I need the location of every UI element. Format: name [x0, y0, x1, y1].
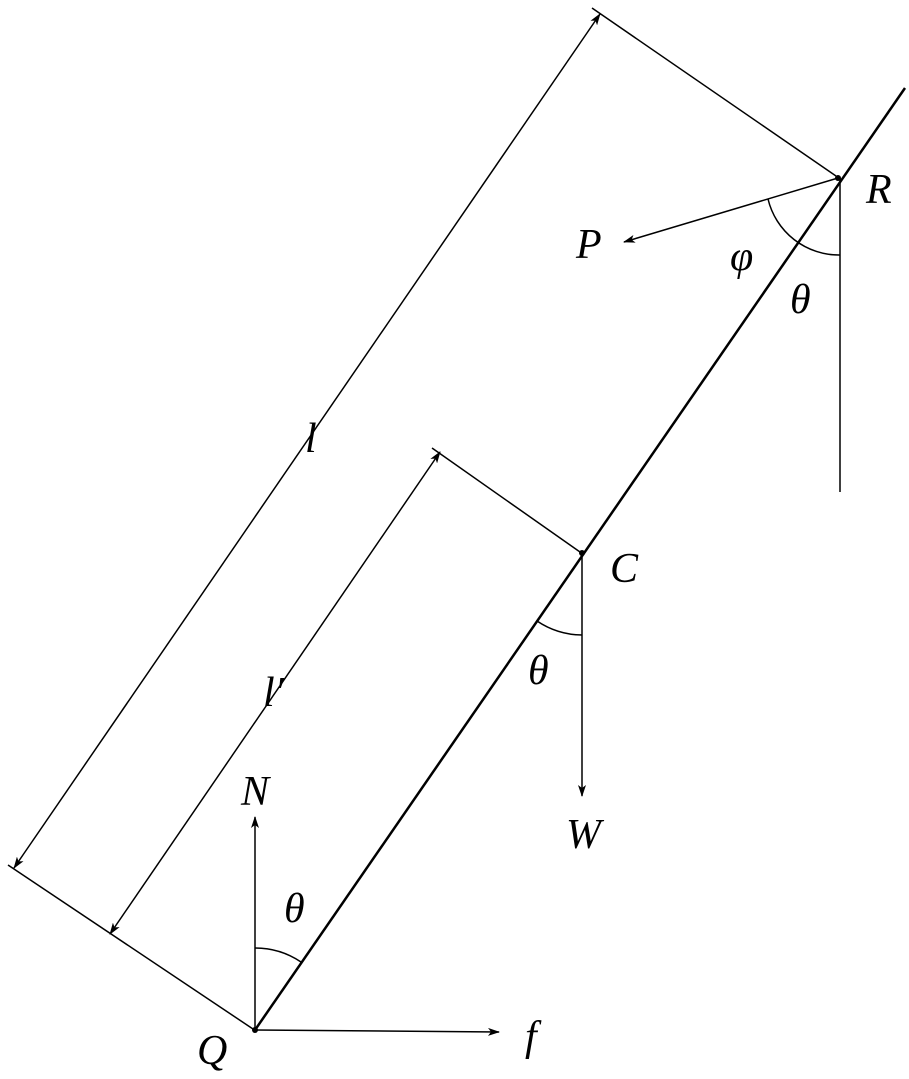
point-c — [579, 550, 585, 556]
label-l-prime: l′ — [263, 670, 285, 716]
angle-arc-theta-q — [254, 947, 302, 963]
extension-line-bottom — [7, 864, 254, 1030]
label-c: C — [610, 546, 639, 592]
angle-arc-phi — [767, 198, 841, 256]
label-theta-c: θ — [528, 648, 549, 694]
label-theta-q: θ — [284, 886, 305, 932]
force-arrow-p — [623, 177, 839, 243]
force-arrow-f — [254, 1027, 500, 1036]
label-p: P — [575, 222, 602, 268]
dimension-l-prime — [109, 451, 441, 935]
label-q: Q — [197, 1028, 227, 1074]
label-n: N — [240, 769, 271, 815]
label-phi: φ — [730, 234, 753, 280]
angle-arc-theta-c — [536, 620, 583, 636]
extension-line-c — [431, 447, 581, 553]
label-w: W — [566, 812, 605, 858]
label-theta-r: θ — [790, 277, 811, 323]
extension-line-top — [591, 7, 837, 177]
label-l: l — [305, 416, 317, 462]
point-r — [835, 175, 841, 181]
label-f: f — [525, 1014, 542, 1060]
label-r: R — [865, 167, 892, 213]
point-q — [252, 1027, 258, 1033]
